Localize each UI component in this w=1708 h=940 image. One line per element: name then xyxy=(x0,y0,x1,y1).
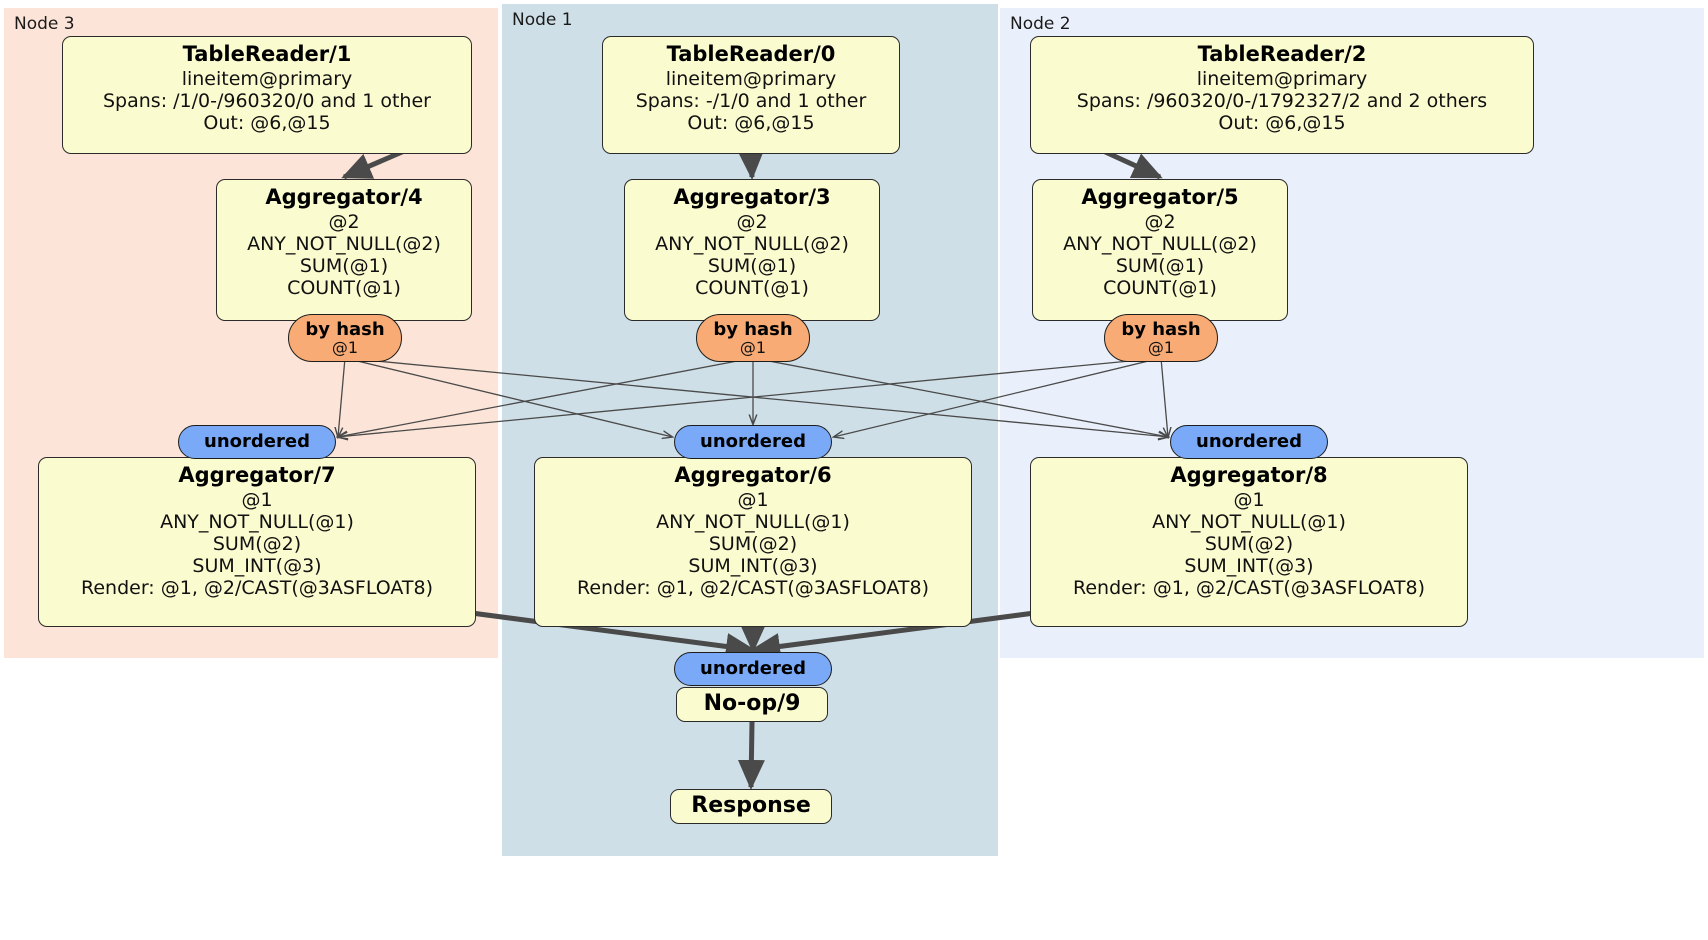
node-detail-line: SUM_INT(@3) xyxy=(192,554,322,577)
region-label-node-2: Node 2 xyxy=(1010,14,1071,34)
node-detail-line: Render: @1, @2/CAST(@3ASFLOAT8) xyxy=(577,577,929,600)
pill-sublabel: @1 xyxy=(739,337,767,357)
node-detail-line: SUM(@2) xyxy=(212,532,302,555)
pill-label: unordered xyxy=(1196,431,1302,453)
node-detail-line: @1 xyxy=(1233,488,1265,511)
pill-label: unordered xyxy=(700,658,806,680)
pill-label: by hash xyxy=(713,318,793,340)
node-detail-line: ANY_NOT_NULL(@2) xyxy=(655,232,849,255)
node-detail-line: SUM(@1) xyxy=(707,254,797,277)
node-detail-line: ANY_NOT_NULL(@1) xyxy=(1152,510,1346,533)
pill-sublabel: @1 xyxy=(1147,337,1175,357)
node-detail-line: SUM_INT(@3) xyxy=(688,554,818,577)
node-detail-line: lineitem@primary xyxy=(665,67,837,90)
node-detail-line: @1 xyxy=(737,488,769,511)
pill-unord9[interactable]: unordered xyxy=(674,652,832,686)
node-detail-line: SUM_INT(@3) xyxy=(1184,554,1314,577)
node-detail-line: COUNT(@1) xyxy=(287,276,401,299)
pill-unord6[interactable]: unordered xyxy=(674,425,832,459)
node-detail-line: Render: @1, @2/CAST(@3ASFLOAT8) xyxy=(1073,577,1425,600)
node-title: Aggregator/7 xyxy=(178,463,336,487)
pill-unord7[interactable]: unordered xyxy=(178,425,336,459)
node-detail-line: Out: @6,@15 xyxy=(1218,111,1346,134)
node-detail-line: SUM(@2) xyxy=(1204,532,1294,555)
node-detail-line: Spans: -/1/0 and 1 other xyxy=(635,89,867,112)
node-detail-line: Render: @1, @2/CAST(@3ASFLOAT8) xyxy=(81,577,433,600)
node-detail-line: Out: @6,@15 xyxy=(687,111,815,134)
region-label-node-1: Node 1 xyxy=(512,10,573,30)
node-detail-line: Out: @6,@15 xyxy=(203,111,331,134)
node-title: Aggregator/8 xyxy=(1170,463,1328,487)
node-title: Aggregator/3 xyxy=(673,185,831,209)
node-title: TableReader/0 xyxy=(666,42,836,66)
node-detail-line: lineitem@primary xyxy=(181,67,353,90)
node-detail-line: COUNT(@1) xyxy=(1103,276,1217,299)
node-title: TableReader/2 xyxy=(1197,42,1367,66)
pill-label: by hash xyxy=(305,318,385,340)
node-detail-line: ANY_NOT_NULL(@1) xyxy=(656,510,850,533)
node-detail-line: COUNT(@1) xyxy=(695,276,809,299)
pill-hash4[interactable]: by hash@1 xyxy=(288,314,402,362)
node-detail-line: @2 xyxy=(1144,210,1176,233)
pill-sublabel: @1 xyxy=(331,337,359,357)
node-title: TableReader/1 xyxy=(182,42,352,66)
node-detail-line: SUM(@1) xyxy=(1115,254,1205,277)
pill-label: by hash xyxy=(1121,318,1201,340)
node-detail-line: lineitem@primary xyxy=(1196,67,1368,90)
node-detail-line: @1 xyxy=(241,488,273,511)
node-detail-line: ANY_NOT_NULL(@2) xyxy=(1063,232,1257,255)
region-label-node-3: Node 3 xyxy=(14,14,75,34)
node-title: Aggregator/5 xyxy=(1081,185,1239,209)
node-detail-line: Spans: /1/0-/960320/0 and 1 other xyxy=(103,89,431,112)
node-detail-line: SUM(@2) xyxy=(708,532,798,555)
pill-label: unordered xyxy=(700,431,806,453)
pill-unord8[interactable]: unordered xyxy=(1170,425,1328,459)
node-title: Aggregator/6 xyxy=(674,463,832,487)
node-noop9[interactable]: No-op/9 xyxy=(676,687,828,722)
node-title: Response xyxy=(691,793,811,818)
node-detail-line: @2 xyxy=(736,210,768,233)
node-detail-line: SUM(@1) xyxy=(299,254,389,277)
node-title: Aggregator/4 xyxy=(265,185,423,209)
node-detail-line: Spans: /960320/0-/1792327/2 and 2 others xyxy=(1076,89,1488,112)
node-title: No-op/9 xyxy=(703,691,801,716)
pill-label: unordered xyxy=(204,431,310,453)
node-response[interactable]: Response xyxy=(670,789,832,824)
node-detail-line: @2 xyxy=(328,210,360,233)
node-detail-line: ANY_NOT_NULL(@2) xyxy=(247,232,441,255)
pill-hash3[interactable]: by hash@1 xyxy=(696,314,810,362)
node-detail-line: ANY_NOT_NULL(@1) xyxy=(160,510,354,533)
pill-hash5[interactable]: by hash@1 xyxy=(1104,314,1218,362)
